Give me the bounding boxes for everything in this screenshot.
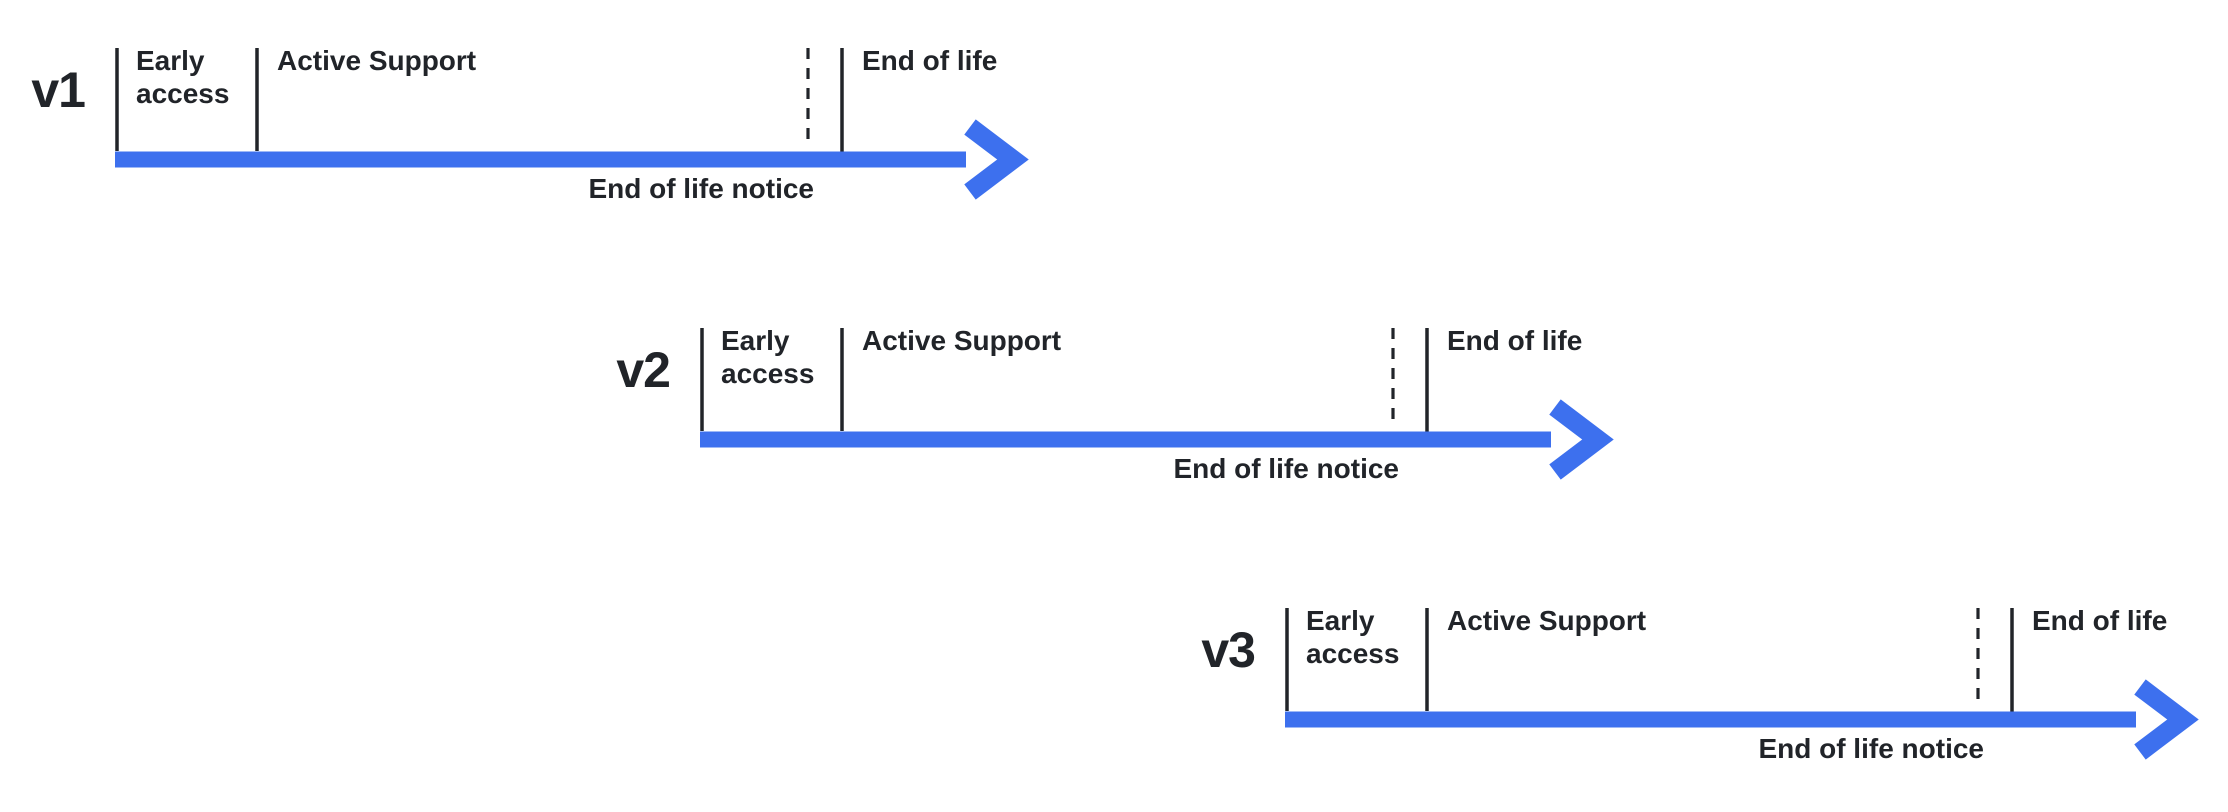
timeline-row-v3: v3 Early access Active Support End of li… — [1201, 605, 2227, 788]
phase-label-end-of-life: End of life — [1447, 325, 1583, 356]
phase-label-early-access: Early access — [136, 45, 230, 109]
phase-label-active-support: Active Support — [862, 325, 1062, 356]
timeline-row-v2: v2 Early access Active Support End of li… — [616, 325, 1642, 508]
phase-label-active-support: Active Support — [277, 45, 477, 76]
version-label: v3 — [1201, 622, 1256, 678]
phase-label-end-of-life: End of life — [2032, 605, 2168, 636]
eol-notice-label: End of life notice — [588, 173, 814, 204]
timeline-row-v1: v1 Early access Active Support End of li… — [31, 45, 1057, 228]
timeline-graphic — [700, 328, 1614, 480]
timeline-graphic — [1285, 608, 2199, 760]
phase-label-early-access: Early access — [721, 325, 815, 389]
timeline-arrowhead-icon — [2134, 679, 2199, 760]
eol-notice-label: End of life notice — [1758, 733, 1984, 764]
version-label: v1 — [31, 62, 86, 118]
timeline-arrowhead-icon — [1549, 399, 1614, 480]
phase-label-early-access: Early access — [1306, 605, 1400, 669]
version-label: v2 — [616, 342, 671, 398]
phase-label-active-support: Active Support — [1447, 605, 1647, 636]
phase-label-end-of-life: End of life — [862, 45, 998, 76]
timeline-graphic — [115, 48, 1029, 200]
eol-notice-label: End of life notice — [1173, 453, 1399, 484]
timeline-arrowhead-icon — [964, 119, 1029, 200]
